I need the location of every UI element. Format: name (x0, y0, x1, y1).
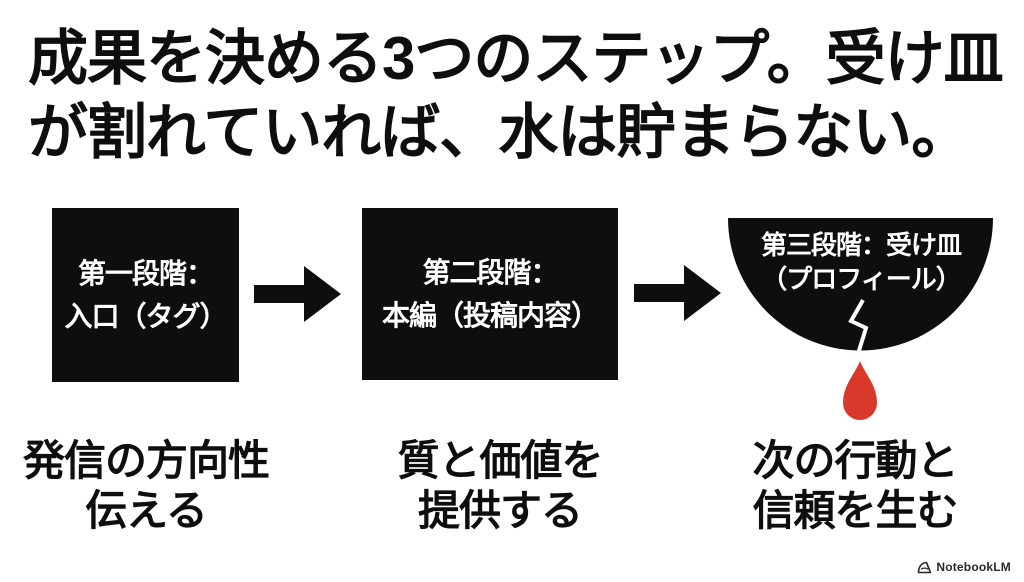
title-line-1: 成果を決める3つのステップ。受け皿 (28, 25, 1004, 92)
step3-caption-line-2: 信頼を生む (752, 486, 958, 534)
step1-stage-label: 第一段階： (77, 257, 214, 289)
step1-caption: 発信の方向性 伝える (10, 436, 282, 535)
step2-box: 第二段階： 本編（投稿内容） (362, 208, 618, 380)
bowl-shape (728, 218, 993, 351)
arrow-right-icon (634, 265, 721, 321)
page-title: 成果を決める3つのステップ。受け皿 が割れていれば、水は貯まらない。 (28, 22, 1008, 171)
step3-cracked-bowl (728, 218, 993, 420)
step2-caption-line-2: 提供する (417, 486, 583, 534)
title-line-2: が割れていれば、水は貯まらない。 (28, 99, 971, 167)
step1-box: 第一段階： 入口（タグ） (52, 208, 239, 382)
brand-watermark: NotebookLM (917, 560, 1011, 574)
step2-stage-label: 第二段階： (422, 256, 558, 288)
step1-name-label: 入口（タグ） (64, 301, 227, 332)
step3-caption-line-1: 次の行動と (752, 437, 958, 484)
brand-name: NotebookLM (936, 560, 1011, 574)
crack-line-icon (848, 299, 869, 355)
step2-caption: 質と価値を 提供する (364, 436, 636, 535)
notebooklm-logo-icon (918, 561, 932, 573)
step3-caption: 次の行動と 信頼を生む (719, 436, 991, 535)
step3-labels: 第三段階：受け皿 （プロフィール） (727, 229, 995, 297)
arrow-right-icon (254, 266, 341, 322)
step2-caption-line-1: 質と価値を (397, 437, 603, 484)
step1-caption-line-2: 伝える (85, 486, 208, 534)
water-drop-icon (843, 361, 877, 420)
step2-name-label: 本編（投稿内容） (381, 300, 599, 331)
step1-caption-line-1: 発信の方向性 (22, 437, 270, 484)
step3-name-label: （プロフィール） (761, 263, 961, 294)
step3-stage-label: 第三段階：受け皿 (760, 230, 962, 260)
